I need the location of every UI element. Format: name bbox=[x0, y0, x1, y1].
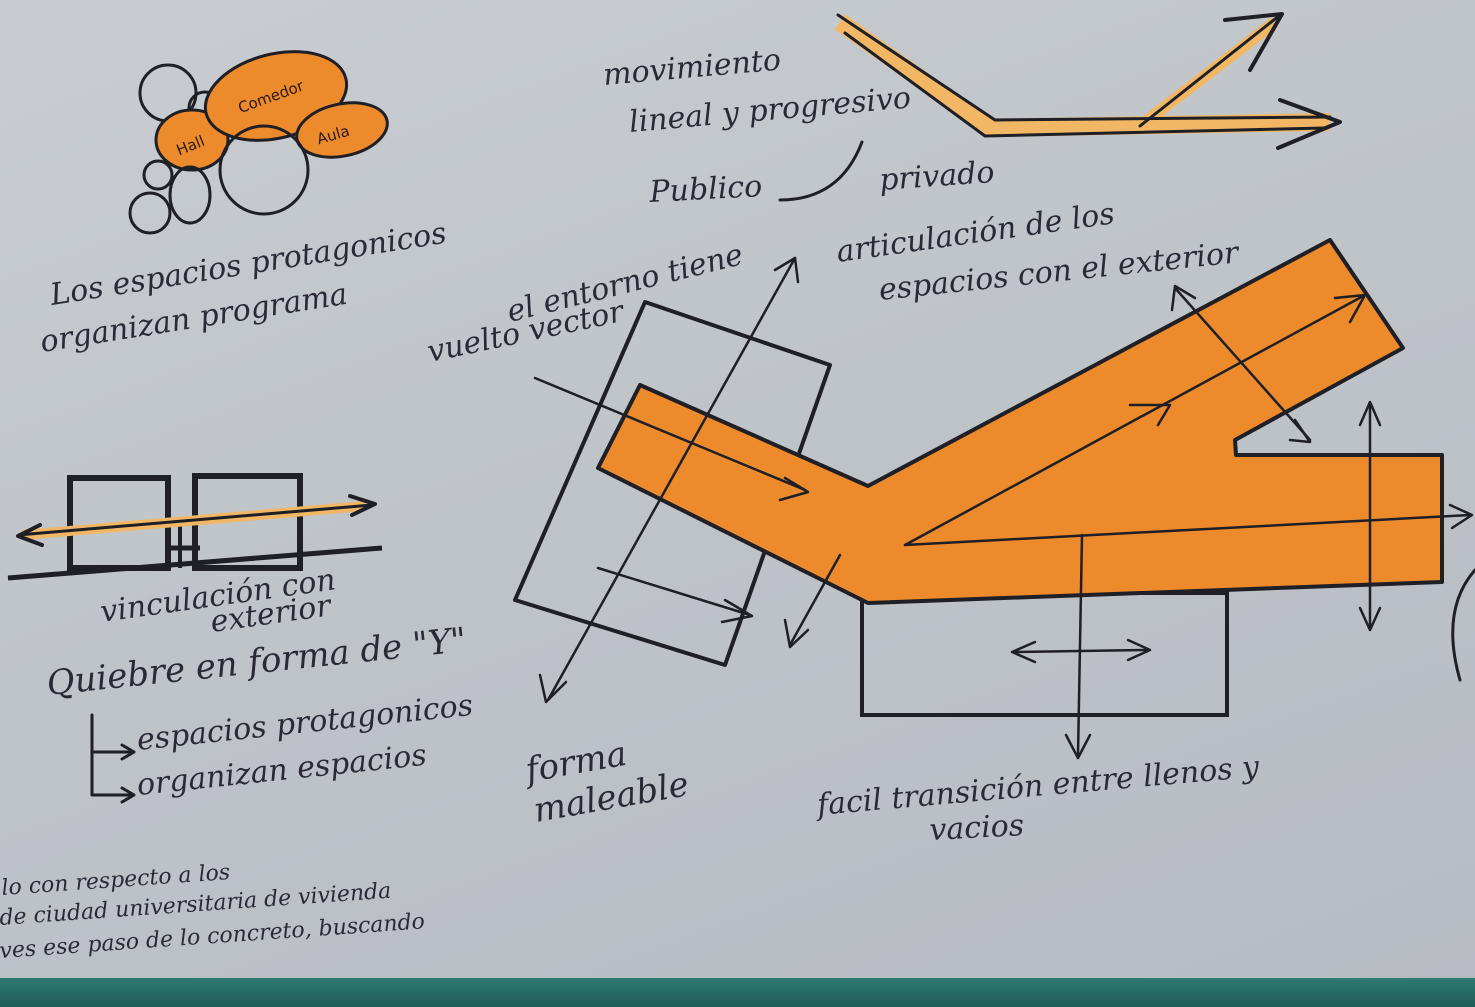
articulation-arrowhead-bottom bbox=[1288, 418, 1312, 444]
bubble-hall bbox=[154, 108, 230, 172]
south-west-arrow bbox=[788, 553, 842, 647]
section-axis-arrowhead-left bbox=[16, 523, 44, 547]
movement-path-top bbox=[836, 13, 1332, 122]
y-notes-bracket-2 bbox=[90, 750, 134, 797]
south-vertical-arrow bbox=[1076, 533, 1084, 757]
edge-circle-fragment bbox=[1451, 568, 1475, 682]
y-plan-diagram bbox=[513, 238, 1475, 760]
public-private-link bbox=[778, 140, 864, 202]
articulation-arrowhead-top bbox=[1170, 284, 1197, 312]
movement-arrow-diagram bbox=[834, 12, 1342, 150]
section-ground-line bbox=[7, 545, 383, 581]
y-shaped-volume bbox=[596, 238, 1444, 605]
south-horizontal-arrow bbox=[1013, 648, 1150, 654]
bubble-empty bbox=[218, 124, 310, 216]
movement-label-line1: movimiento bbox=[602, 43, 783, 93]
branch-arrowhead-mid bbox=[1128, 403, 1172, 427]
y-notes-arrowhead-1 bbox=[120, 743, 136, 761]
branch-arrow-east bbox=[903, 513, 1472, 547]
section-axis-arrow bbox=[17, 503, 373, 537]
bubble-empty bbox=[142, 159, 174, 191]
east-vertical-arrowhead-top bbox=[1358, 400, 1382, 427]
movement-path-fill bbox=[834, 14, 1331, 137]
movement-main-arrowhead bbox=[1276, 98, 1342, 150]
entry-arrowhead bbox=[778, 476, 810, 502]
branch-arrowhead-east bbox=[1448, 503, 1474, 530]
table-surface bbox=[0, 978, 1475, 1007]
south-horizontal-arrowhead-left bbox=[1010, 640, 1037, 664]
bubble-diagram: Hall Comedor Aula bbox=[128, 50, 389, 235]
south-vertical-arrowhead bbox=[1064, 733, 1092, 760]
y-notes-arrowhead-2 bbox=[120, 786, 136, 804]
west-axis-arrowhead-top bbox=[773, 256, 800, 284]
east-vertical-arrowhead-bottom bbox=[1358, 606, 1382, 632]
movement-branch-line bbox=[1138, 13, 1282, 128]
section-axis-arrowhead-right bbox=[348, 494, 377, 517]
west-axis-arrow bbox=[546, 256, 797, 702]
private-label: privado bbox=[878, 155, 995, 198]
public-label: Publico bbox=[648, 169, 763, 210]
movement-branch-arrowhead bbox=[1223, 12, 1284, 72]
bubble-empty bbox=[128, 191, 172, 235]
south-block-outline bbox=[860, 591, 1229, 717]
branch-arrow-upper bbox=[903, 293, 1367, 547]
note-transition-line2: vacios bbox=[929, 808, 1025, 848]
bubble-empty bbox=[168, 165, 212, 225]
west-axis-arrowhead-bottom bbox=[538, 673, 568, 704]
entry-arrow bbox=[533, 376, 807, 492]
south-horizontal-arrowhead-right bbox=[1126, 638, 1152, 662]
west-cross-arrow bbox=[596, 566, 752, 617]
branch-arrowhead-upper bbox=[1333, 293, 1367, 324]
west-cross-arrowhead bbox=[720, 598, 754, 624]
movement-path-bottom bbox=[843, 31, 1327, 138]
movement-label-line2: lineal y progresivo bbox=[628, 80, 913, 140]
note-transition-line1: facil transición entre llenos y bbox=[814, 749, 1262, 823]
west-block-outline bbox=[513, 300, 832, 667]
south-west-arrowhead bbox=[783, 618, 810, 649]
section-sketch bbox=[7, 473, 383, 581]
articulation-axis bbox=[1173, 286, 1312, 442]
